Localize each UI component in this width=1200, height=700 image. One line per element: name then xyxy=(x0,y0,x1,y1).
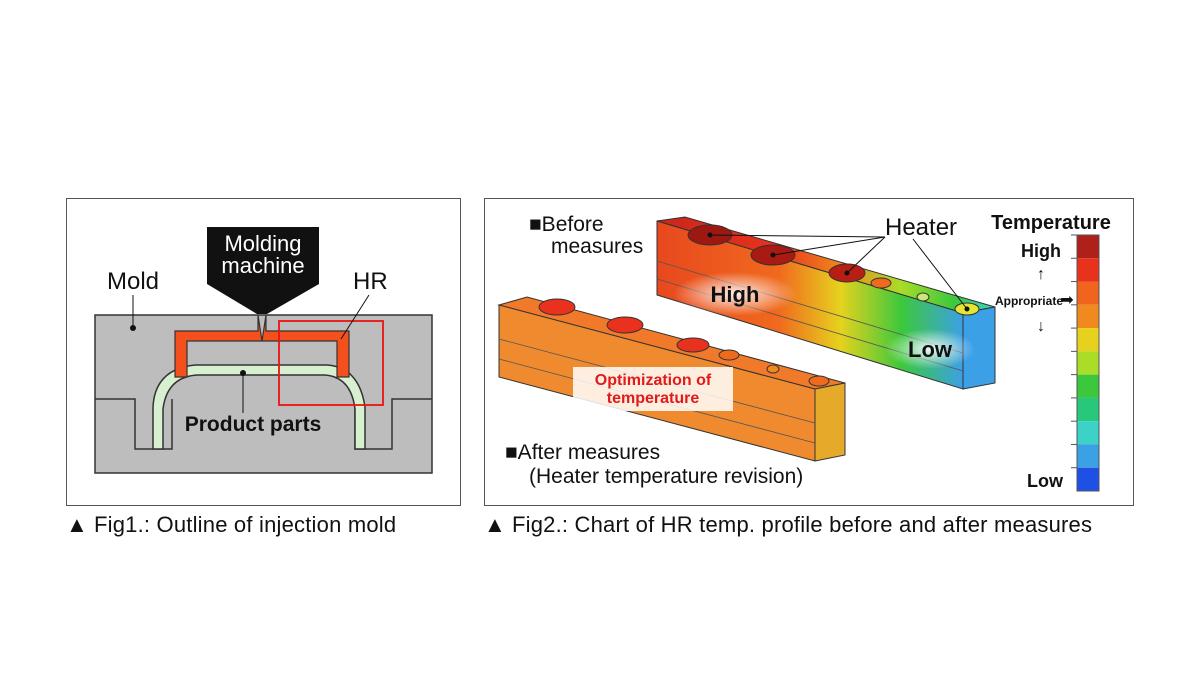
high-glow xyxy=(673,272,797,316)
hr-leader-line xyxy=(340,294,370,340)
heater-hole xyxy=(870,277,892,289)
fig1-panel: Molding machine Mold HR Product parts xyxy=(66,198,461,506)
high-region-label: High xyxy=(711,282,760,307)
legend-swatch xyxy=(1077,304,1099,329)
mold-label: Mold xyxy=(107,268,159,295)
mold-leader-dot xyxy=(130,325,136,331)
fig2-caption-text: Fig2.: Chart of HR temp. profile before … xyxy=(511,512,1093,537)
fig2-caption: ▲Fig2.: Chart of HR temp. profile before… xyxy=(484,512,1092,538)
hr-temperature-profile-diagram: Heater High Low ■Before measures Optimiz… xyxy=(497,212,1111,492)
legend-low-label: Low xyxy=(1027,471,1064,491)
fig2-panel: Heater High Low ■Before measures Optimiz… xyxy=(484,198,1134,506)
legend-down-arrow-icon: ↓ xyxy=(1037,318,1045,335)
optimization-label-bg xyxy=(573,367,733,411)
heater-leader-line xyxy=(772,236,886,256)
legend-high-label: High xyxy=(1021,241,1061,261)
machine-label-line2: machine xyxy=(221,253,304,278)
before-label-line1: ■Before xyxy=(529,213,604,236)
before-label-line2: measures xyxy=(551,235,643,258)
fig1-caption-text: Fig1.: Outline of injection mold xyxy=(93,512,397,537)
legend-swatch xyxy=(1077,235,1099,259)
heater-leader-line xyxy=(846,236,886,274)
low-region-label: Low xyxy=(908,337,953,362)
low-glow xyxy=(885,329,975,369)
caption-triangle-icon: ▲ xyxy=(66,512,88,537)
optimization-label-line1: Optimization of xyxy=(595,372,712,389)
hr-label: HR xyxy=(353,268,388,295)
heater-hole xyxy=(766,364,780,374)
product-label: Product parts xyxy=(185,413,322,436)
heater-hole xyxy=(808,375,830,387)
legend-right-arrow-icon: ➡ xyxy=(1060,292,1073,309)
legend-border xyxy=(1076,234,1100,492)
machine-label-line1: Molding xyxy=(224,231,301,256)
heater-leader-line xyxy=(912,238,968,310)
heater-hole xyxy=(538,298,576,316)
heater-leader-line xyxy=(709,234,886,238)
heater-hole xyxy=(606,316,644,334)
legend-swatch xyxy=(1077,467,1099,491)
legend-swatch xyxy=(1077,351,1099,375)
legend-swatch xyxy=(1077,281,1099,305)
legend-appropriate-label: Appropriate xyxy=(995,294,1063,308)
legend-swatch xyxy=(1077,374,1099,398)
legend-swatch xyxy=(1077,421,1099,445)
caption-triangle-icon: ▲ xyxy=(484,512,506,537)
optimization-label-line2: temperature xyxy=(607,390,700,407)
heater-hole xyxy=(676,337,710,353)
legend-up-arrow-icon: ↑ xyxy=(1037,266,1045,283)
molding-machine xyxy=(207,227,319,314)
legend-swatch xyxy=(1077,328,1099,352)
legend-title: Temperature xyxy=(991,212,1111,234)
product-leader-dot xyxy=(240,370,246,376)
after-block-end xyxy=(814,382,846,462)
injection-mold-diagram: Molding machine Mold HR Product parts xyxy=(94,227,433,474)
legend-swatch xyxy=(1077,444,1099,468)
fig1-caption: ▲Fig1.: Outline of injection mold xyxy=(66,512,396,538)
heater-label: Heater xyxy=(885,214,957,241)
legend-color-bar xyxy=(1071,234,1100,492)
before-block-end xyxy=(962,306,996,390)
after-label-line2: (Heater temperature revision) xyxy=(529,465,803,488)
after-label-line1: ■After measures xyxy=(505,441,660,464)
legend-swatch xyxy=(1077,397,1099,422)
legend-swatch xyxy=(1077,258,1099,282)
hr-highlight-box xyxy=(278,320,384,406)
heater-hole xyxy=(718,349,740,361)
heater-hole xyxy=(916,292,930,302)
